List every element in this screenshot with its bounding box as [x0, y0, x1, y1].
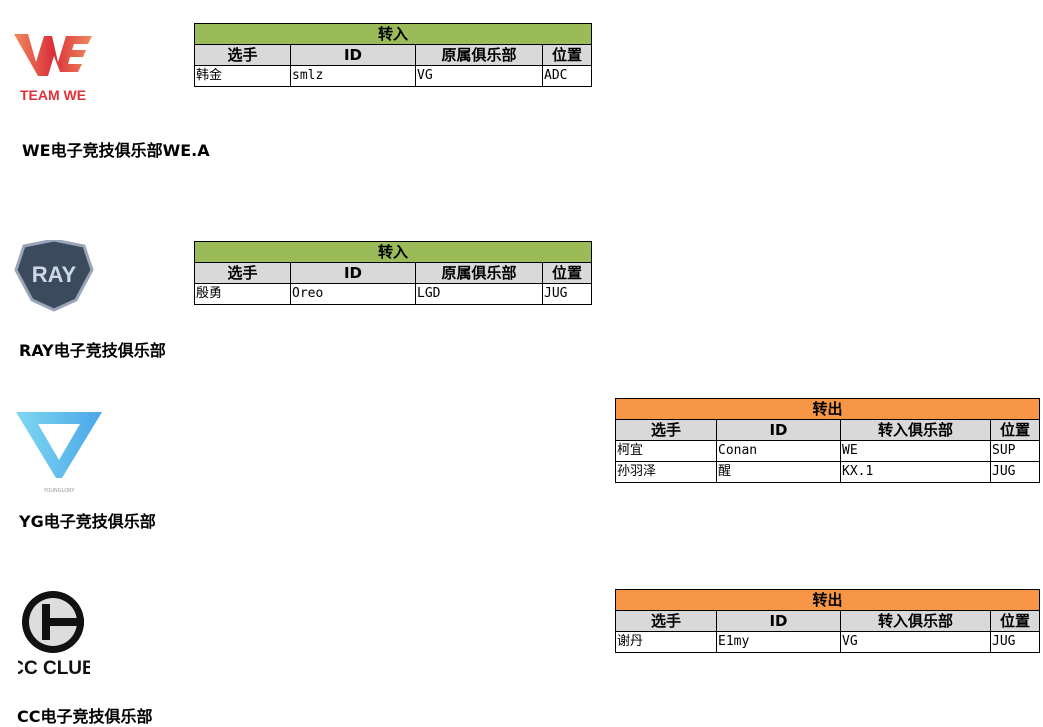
table-cell: JUG: [989, 461, 1041, 483]
table-cell: VG: [415, 65, 543, 87]
column-header: ID: [716, 419, 841, 441]
column-header: 位置: [541, 44, 593, 66]
column-header: ID: [290, 44, 416, 66]
svg-text:YOUNGLORY: YOUNGLORY: [43, 488, 76, 494]
table-cell: 谢丹: [615, 631, 717, 653]
yg-logo: YOUNGLORY: [14, 410, 104, 494]
title-row: 转出: [614, 398, 1041, 420]
table-cell: 殷勇: [194, 283, 291, 305]
table-cell: KX.1: [840, 461, 991, 483]
table-cell: 醒: [716, 461, 841, 483]
table-cell: E1my: [716, 631, 841, 653]
club-name-we: WE电子竞技俱乐部WE.A: [22, 141, 210, 160]
column-header: 选手: [194, 44, 291, 66]
team-we-logo: TEAM WE: [12, 24, 94, 104]
table-title: 转入: [193, 241, 593, 263]
table-cell: VG: [840, 631, 991, 653]
table-cell: SUP: [989, 440, 1041, 462]
column-header: 选手: [615, 610, 717, 632]
column-header: 转入俱乐部: [840, 419, 991, 441]
cc-club-logo: CC CLUB: [10, 590, 96, 680]
table-cell: LGD: [415, 283, 543, 305]
column-header: 位置: [541, 262, 593, 284]
table-cell: 韩金: [194, 65, 291, 87]
title-row: 转入: [193, 241, 593, 263]
svg-text:CC CLUB: CC CLUB: [18, 658, 90, 679]
club-name-yg: YG电子竞技俱乐部: [19, 512, 156, 531]
table-cell: Oreo: [290, 283, 416, 305]
table-cell: ADC: [541, 65, 593, 87]
table-title: 转入: [193, 23, 593, 45]
column-header: 选手: [615, 419, 717, 441]
table-cell: JUG: [989, 631, 1041, 653]
svg-text:RAY: RAY: [32, 262, 77, 287]
column-header: ID: [716, 610, 841, 632]
column-header: ID: [290, 262, 416, 284]
column-header: 位置: [989, 610, 1041, 632]
title-row: 转出: [614, 589, 1041, 611]
column-header: 原属俱乐部: [415, 262, 543, 284]
table-title: 转出: [614, 589, 1041, 611]
table-cell: Conan: [716, 440, 841, 462]
table-cell: JUG: [541, 283, 593, 305]
column-header: 选手: [194, 262, 291, 284]
club-name-ray: RAY电子竞技俱乐部: [19, 341, 166, 360]
table-cell: smlz: [290, 65, 416, 87]
title-row: 转入: [193, 23, 593, 45]
column-header: 位置: [989, 419, 1041, 441]
table-cell: 柯宜: [615, 440, 717, 462]
table-title: 转出: [614, 398, 1041, 420]
column-header: 原属俱乐部: [415, 44, 543, 66]
table-cell: WE: [840, 440, 991, 462]
svg-text:TEAM WE: TEAM WE: [20, 87, 86, 103]
club-name-cc: CC电子竞技俱乐部: [17, 707, 153, 726]
column-header: 转入俱乐部: [840, 610, 991, 632]
ray-logo: RAY: [14, 238, 94, 312]
table-cell: 孙羽泽: [615, 461, 717, 483]
